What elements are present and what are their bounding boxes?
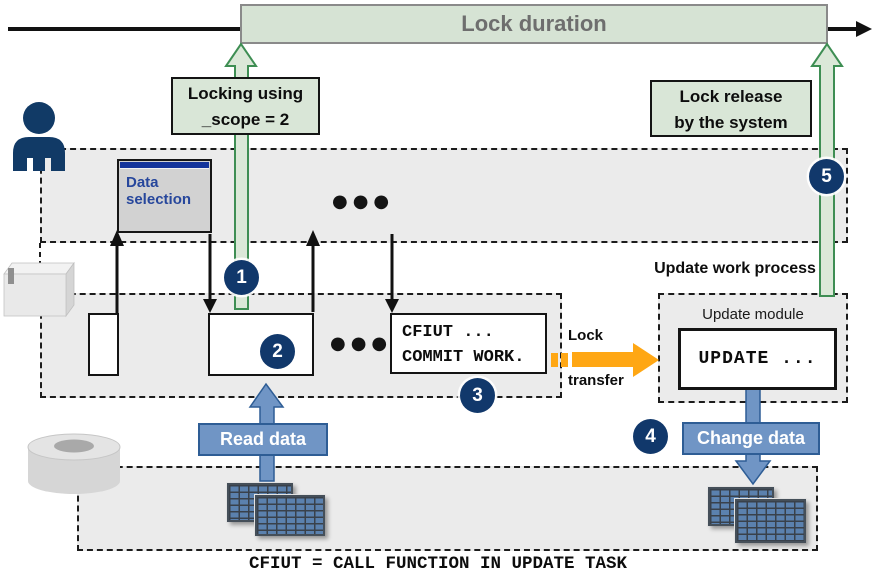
- step-badge-1-number: 1: [236, 266, 247, 288]
- lock-duration-bar: Lock duration: [240, 4, 828, 44]
- step-badge-1: 1: [224, 260, 259, 295]
- step-badge-3-number: 3: [472, 384, 483, 406]
- db-table-icon: [255, 495, 325, 536]
- lock-duration-label: Lock duration: [461, 11, 607, 36]
- lock-transfer-dash-2: [561, 353, 568, 367]
- cfiut-code-line2: COMMIT WORK.: [402, 348, 525, 367]
- window-title-bar: [120, 162, 209, 169]
- step-badge-5: 5: [809, 159, 844, 194]
- read-data-label: Read data: [198, 423, 328, 456]
- locking-scope-line1: Locking using: [187, 84, 304, 103]
- update-statement: UPDATE ...: [698, 349, 817, 369]
- step-badge-4: 4: [633, 419, 668, 454]
- database-lane: [77, 466, 818, 551]
- cfiut-caption: CFIUT = CALL FUNCTION IN UPDATE TASK: [248, 554, 628, 574]
- step-badge-2-number: 2: [272, 340, 283, 362]
- cfiut-code-box: CFIUT ... COMMIT WORK.: [390, 313, 547, 374]
- data-selection-window: Data selection: [117, 159, 212, 233]
- lock-transfer-label-line2: transfer: [568, 372, 624, 389]
- step-badge-4-number: 4: [645, 425, 656, 447]
- step-badge-5-number: 5: [821, 165, 832, 187]
- data-selection-line2: selection: [126, 191, 192, 208]
- dialog-step-box-small: [88, 313, 119, 376]
- change-data-text: Change data: [696, 428, 806, 448]
- step-badge-2: 2: [260, 334, 295, 369]
- change-data-label: Change data: [682, 422, 820, 455]
- lock-release-line2: by the system: [674, 112, 788, 132]
- update-module-label: Update module: [702, 306, 804, 323]
- lock-transfer-label-line1: Lock: [568, 327, 604, 344]
- ellipsis-step-row: ●●●: [330, 333, 393, 354]
- step-badge-3: 3: [460, 378, 495, 413]
- ellipsis-dialog-row: ●●●: [332, 191, 395, 212]
- locking-scope-label: Locking using _scope = 2: [171, 77, 320, 135]
- cfiut-code-line1: CFIUT ...: [402, 323, 494, 342]
- update-work-process-label: Update work process: [654, 260, 816, 277]
- data-selection-line1: Data: [126, 174, 159, 191]
- read-data-text: Read data: [219, 429, 307, 449]
- lock-release-label: Lock release by the system: [650, 80, 812, 137]
- timeline-arrow-icon: [856, 21, 872, 37]
- update-code-box: UPDATE ...: [678, 328, 837, 390]
- data-selection-label: Data selection: [126, 174, 191, 208]
- lock-release-line1: Lock release: [679, 87, 783, 106]
- db-table-icon: [735, 499, 806, 543]
- locking-scope-line2: _scope = 2: [201, 109, 290, 129]
